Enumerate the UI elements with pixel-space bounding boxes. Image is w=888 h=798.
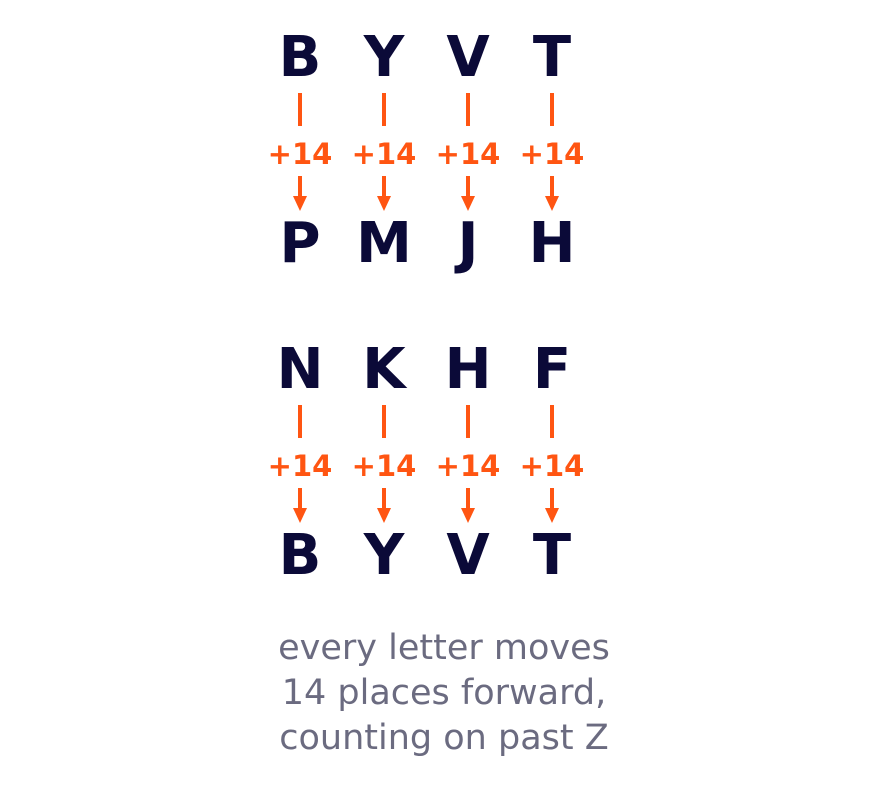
cipher-letter: P: [279, 211, 321, 276]
connector-line: [466, 93, 470, 126]
caption-line: every letter moves: [278, 628, 610, 668]
connector-line: [298, 93, 302, 126]
cipher-column: K +14 Y: [342, 338, 426, 588]
shift-label: +14: [519, 137, 585, 171]
connector-line: [550, 93, 554, 126]
down-arrow-icon: [545, 176, 559, 211]
cipher-letter: V: [446, 523, 490, 588]
down-arrow-icon: [461, 488, 475, 523]
connector-line: [466, 405, 470, 438]
connector-line: [298, 405, 302, 438]
plain-letter: T: [532, 25, 572, 90]
plain-letter: B: [278, 25, 322, 90]
shift-label: +14: [267, 137, 333, 171]
explanation-caption: every letter moves 14 places forward, co…: [144, 626, 744, 761]
cipher-column: T +14 H: [510, 26, 594, 276]
plain-letter: K: [362, 337, 406, 402]
shift-label: +14: [519, 449, 585, 483]
cipher-letter: T: [532, 523, 572, 588]
shift-label: +14: [435, 137, 501, 171]
cipher-letter: Y: [363, 523, 405, 588]
cipher-column: F +14 T: [510, 338, 594, 588]
shift-label: +14: [351, 449, 417, 483]
plain-letter: N: [276, 337, 324, 402]
down-arrow-icon: [293, 176, 307, 211]
plain-letter: V: [446, 25, 490, 90]
down-arrow-icon: [461, 176, 475, 211]
cipher-column: V +14 J: [426, 26, 510, 276]
down-arrow-icon: [545, 488, 559, 523]
cipher-group-2: N +14 B K +14 Y H +14 V F +14 T: [258, 338, 594, 588]
cipher-letter: H: [528, 211, 576, 276]
plain-letter: F: [532, 337, 572, 402]
cipher-letter: J: [457, 211, 479, 276]
down-arrow-icon: [377, 176, 391, 211]
cipher-group-1: B +14 P Y +14 M V +14 J T +14 H: [258, 26, 594, 276]
shift-label: +14: [435, 449, 501, 483]
connector-line: [550, 405, 554, 438]
connector-line: [382, 405, 386, 438]
cipher-column: Y +14 M: [342, 26, 426, 276]
cipher-column: H +14 V: [426, 338, 510, 588]
connector-line: [382, 93, 386, 126]
cipher-letter: B: [278, 523, 322, 588]
plain-letter: Y: [363, 25, 405, 90]
down-arrow-icon: [377, 488, 391, 523]
plain-letter: H: [444, 337, 492, 402]
shift-label: +14: [351, 137, 417, 171]
cipher-column: N +14 B: [258, 338, 342, 588]
caption-line: 14 places forward,: [281, 673, 607, 713]
down-arrow-icon: [293, 488, 307, 523]
cipher-letter: M: [356, 211, 412, 276]
caption-line: counting on past Z: [279, 718, 609, 758]
shift-label: +14: [267, 449, 333, 483]
cipher-column: B +14 P: [258, 26, 342, 276]
